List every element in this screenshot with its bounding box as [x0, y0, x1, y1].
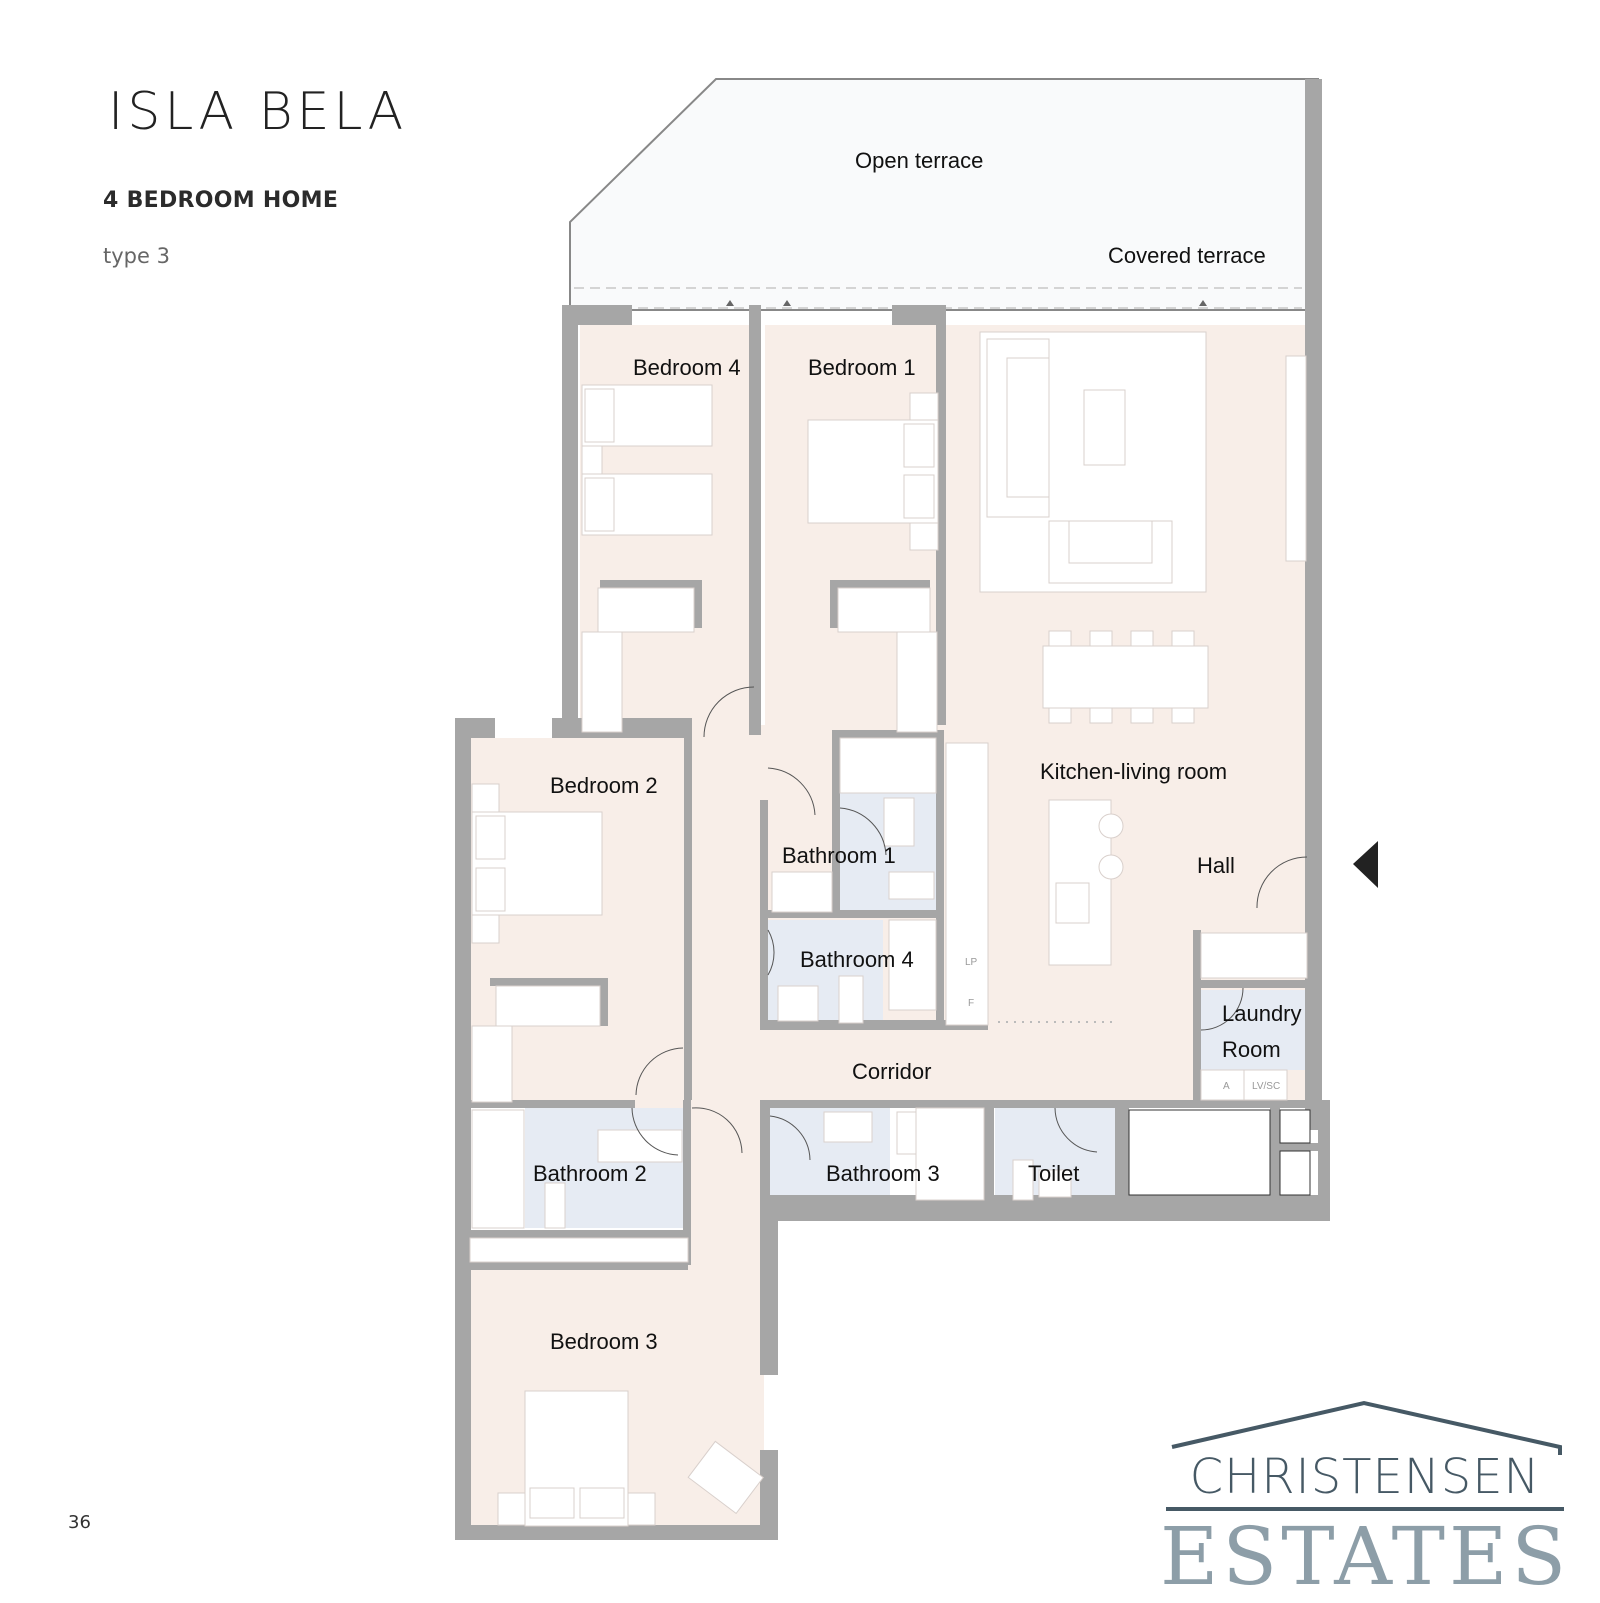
- label-bedroom-1: Bedroom 1: [808, 355, 916, 380]
- label-bathroom-4: Bathroom 4: [800, 947, 914, 972]
- logo-line-2: ESTATES: [1160, 1510, 1571, 1603]
- brand-title: ISLA BELA: [108, 82, 408, 142]
- storage-rooms: [1128, 1109, 1311, 1196]
- label-appliance-lv-sc: LV/SC: [1252, 1081, 1280, 1092]
- label-covered-terrace: Covered terrace: [1108, 243, 1266, 268]
- label-laundry-line2: Room: [1222, 1037, 1281, 1062]
- label-bedroom-4: Bedroom 4: [633, 355, 741, 380]
- label-toilet: Toilet: [1028, 1161, 1079, 1186]
- page-number: 36: [68, 1512, 91, 1533]
- label-open-terrace: Open terrace: [855, 148, 983, 173]
- label-bathroom-3: Bathroom 3: [826, 1161, 940, 1186]
- label-bathroom-2: Bathroom 2: [533, 1161, 647, 1186]
- logo-line-1: CHRISTENSEN: [1189, 1449, 1541, 1505]
- logo-divider: [1166, 1507, 1564, 1511]
- home-subtype: type 3: [103, 244, 170, 268]
- label-bathroom-1: Bathroom 1: [782, 843, 896, 868]
- label-appliance-lp: LP: [965, 957, 978, 968]
- entrance-arrow-icon: [1353, 841, 1378, 888]
- walls: [455, 305, 1330, 1540]
- furniture: [469, 331, 1308, 1527]
- christensen-estates-logo: CHRISTENSEN ESTATES: [1160, 1395, 1571, 1603]
- roof-icon: [1171, 1400, 1562, 1455]
- label-kitchen-living: Kitchen-living room: [1040, 759, 1227, 784]
- label-appliance-a: A: [1223, 1081, 1230, 1092]
- door-swings: [631, 686, 1308, 1161]
- label-corridor: Corridor: [852, 1059, 931, 1084]
- label-hall: Hall: [1197, 853, 1235, 878]
- label-bedroom-3: Bedroom 3: [550, 1329, 658, 1354]
- terrace-area: [569, 78, 1322, 319]
- home-type-heading: 4 BEDROOM HOME: [103, 188, 339, 213]
- label-appliance-f: F: [968, 998, 974, 1009]
- label-laundry-line1: Laundry: [1222, 1001, 1302, 1026]
- label-bedroom-2: Bedroom 2: [550, 773, 658, 798]
